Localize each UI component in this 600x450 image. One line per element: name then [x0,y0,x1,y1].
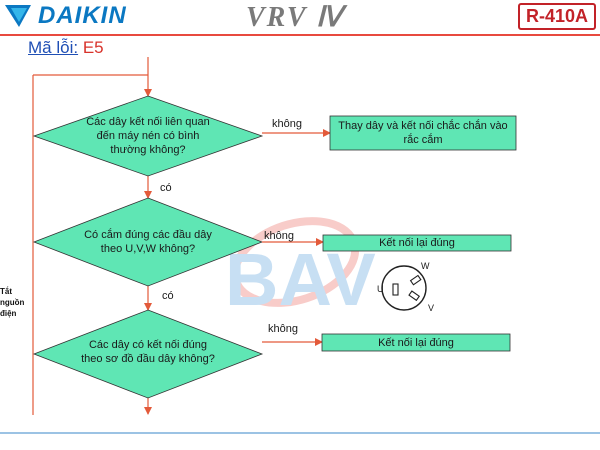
error-label: Mã lỗi: [28,38,79,57]
header-divider [0,34,600,36]
decision-text-2: Có cắm đúng các đầu dây theo U,V,W không… [84,229,212,255]
yes-label-1: có [160,182,172,194]
action-box-3 [321,333,511,352]
decision-text-3: Các dây có kết nối đúng theo sơ đồ đầu d… [81,339,215,365]
decision-diamond-1 [32,95,264,177]
no-label-1: không [272,118,302,130]
yes-label-2: có [162,290,174,302]
terminal-label-w: W [421,261,430,271]
power-off-label: Tắt nguồn điện [0,287,25,318]
action-text-3: Kết nối lại đúng [378,336,454,349]
model-name: VRV Ⅳ [246,2,344,33]
bav-watermark: BAV [225,217,376,321]
watermark-text: BAV [225,238,376,321]
decision-diamond-2 [32,197,264,287]
terminal-label-u: U [377,284,384,294]
decision-text-1: Các dây kết nối liên quan đến máy nén có… [86,116,210,156]
error-code-title: Mã lỗi: E5 [28,38,104,58]
action-box-2 [322,234,512,252]
footer-divider [0,432,600,434]
action-box-1 [329,115,517,151]
no-label-3: không [268,323,298,335]
header-bar: DAIKIN VRV Ⅳ R-410A [0,0,600,34]
action-text-2: Kết nối lại đúng [379,237,455,249]
brand-name: DAIKIN [38,2,127,29]
terminal-diagram-icon [381,265,427,311]
decision-diamond-3 [32,309,264,399]
error-code: E5 [82,38,104,57]
no-label-2: không [264,230,294,242]
action-text-1: Thay dây và kết nối chắc chắn vào rắc cắ… [338,120,508,146]
refrigerant-badge: R-410A [517,3,596,30]
daikin-logo-icon [5,5,31,27]
terminal-label-v: V [428,303,435,313]
